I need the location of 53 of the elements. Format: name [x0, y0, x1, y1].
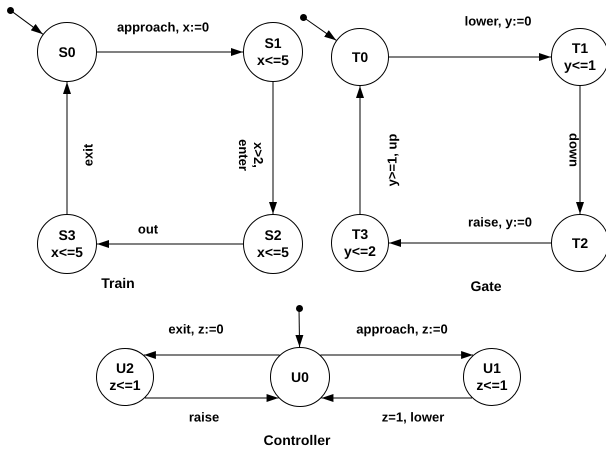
edge-label: y>=1, up: [384, 134, 400, 186]
transition-arrow: [320, 394, 472, 402]
transition-arrow: [388, 239, 552, 247]
state-name: S0: [58, 44, 76, 60]
state-name: U0: [291, 368, 309, 386]
automaton-name: Train: [101, 275, 135, 291]
state-invariant: z<=1: [476, 377, 508, 394]
transition-arrow: [12, 12, 44, 35]
state-name: S2: [264, 227, 282, 244]
edge-label: approach, z:=0: [356, 322, 448, 336]
transition-arrow: [295, 311, 304, 348]
state-name: T1: [572, 40, 588, 57]
state-invariant: y<=1: [564, 57, 596, 74]
transition-arrow: [576, 86, 584, 214]
transition-arrow: [96, 240, 244, 248]
state-invariant: z<=1: [109, 377, 141, 394]
automaton-name: Controller: [264, 432, 330, 448]
edge-label: z=1, lower: [382, 410, 444, 424]
edge-label: exit, z:=0: [168, 322, 224, 336]
transition-arrow: [96, 48, 244, 56]
edge-label: approach, x:=0: [116, 20, 210, 34]
transition-arrow: [144, 394, 280, 402]
state-name: T2: [572, 234, 588, 252]
transition-arrow: [356, 86, 364, 214]
initial-state-dot: [6, 6, 14, 14]
transition-arrow: [320, 351, 474, 359]
state-circle: [551, 214, 606, 272]
edge-label: raise: [188, 410, 220, 424]
initial-state-dot: [296, 304, 302, 312]
edge-label: out: [138, 222, 158, 236]
edge-label: exit: [80, 144, 96, 166]
state-name: T3: [352, 226, 368, 243]
state-name: T0: [352, 48, 368, 66]
transition-arrow: [63, 82, 71, 214]
initial-state-dot: [300, 14, 306, 20]
state-invariant: y<=2: [344, 243, 376, 260]
edge-label: x>2, enter: [236, 138, 266, 173]
state-invariant: x<=5: [257, 52, 289, 69]
edge-label: lower, y:=0: [464, 14, 532, 28]
transition-arrow: [143, 351, 280, 359]
state-invariant: x<=5: [257, 244, 289, 261]
state-invariant: x<=5: [51, 244, 83, 261]
transition-arrow: [269, 82, 277, 214]
state-circle: [551, 28, 606, 86]
edge-label: down: [566, 133, 582, 167]
state-name: S3: [58, 227, 76, 244]
state-name: S1: [264, 35, 282, 52]
transition-arrow: [305, 18, 337, 41]
automaton-name: Gate: [470, 278, 502, 294]
state-name: U2: [116, 360, 134, 377]
edge-label: raise, y:=0: [468, 214, 532, 230]
transition-arrow: [388, 53, 552, 61]
state-name: U1: [483, 360, 501, 377]
